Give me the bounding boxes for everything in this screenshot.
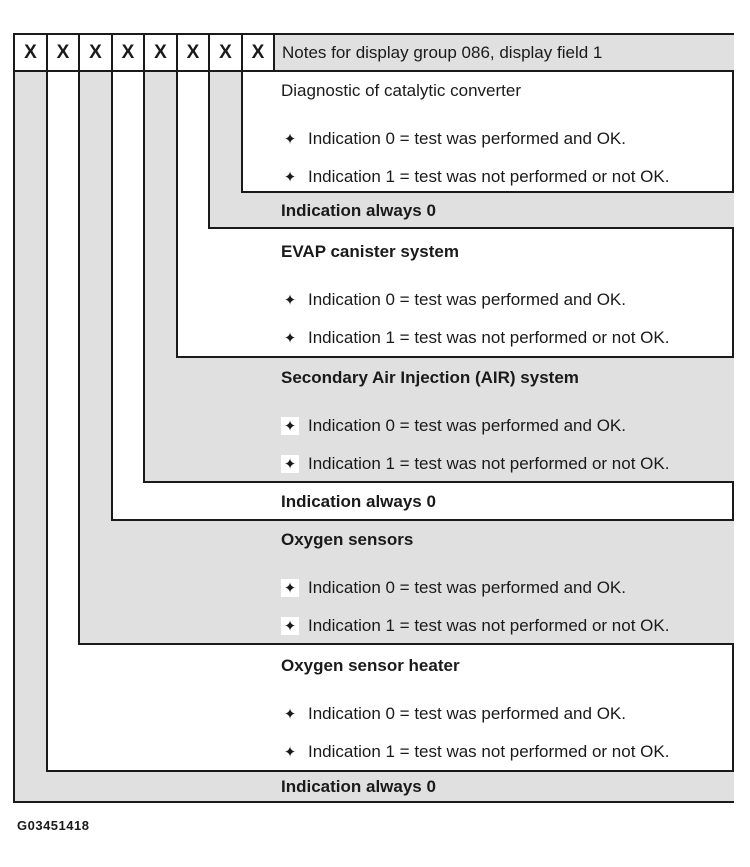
bullet-text: Indication 1 = test was not performed or… bbox=[308, 328, 670, 347]
section-title: EVAP canister system bbox=[281, 242, 459, 261]
header-title: Notes for display group 086, display fie… bbox=[275, 35, 734, 70]
bullet-patch: ✦ bbox=[281, 130, 299, 148]
bullet-text: Indication 1 = test was not performed or… bbox=[308, 454, 670, 473]
digit-cell: X bbox=[48, 35, 80, 70]
column-strip bbox=[143, 72, 176, 358]
column-strip bbox=[78, 72, 111, 521]
digit-cell: X bbox=[15, 35, 48, 70]
bullet-patch: ✦ bbox=[281, 168, 299, 186]
bullet-row: ✦ Indication 1 = test was not performed … bbox=[281, 743, 732, 761]
bullet-patch: ✦ bbox=[281, 705, 299, 723]
bullet-text: Indication 1 = test was not performed or… bbox=[308, 742, 670, 761]
section-box: Secondary Air Injection (AIR) system ✦ I… bbox=[143, 358, 734, 483]
section-box: Oxygen sensor heater ✦ Indication 0 = te… bbox=[46, 645, 734, 772]
bullet-text: Indication 1 = test was not performed or… bbox=[308, 616, 670, 635]
digit-cell: X bbox=[210, 35, 243, 70]
column-strip bbox=[176, 72, 208, 229]
bullet-row: ✦ Indication 1 = test was not performed … bbox=[281, 329, 732, 347]
bullet-text: Indication 0 = test was performed and OK… bbox=[308, 129, 626, 148]
column-strip bbox=[46, 72, 78, 645]
bullet-patch: ✦ bbox=[281, 329, 299, 347]
digit-cell: X bbox=[178, 35, 210, 70]
column-strip bbox=[111, 72, 143, 483]
diamond-bullet-icon: ✦ bbox=[283, 704, 297, 723]
column-strip bbox=[13, 72, 46, 772]
bullet-row: ✦ Indication 0 = test was performed and … bbox=[281, 130, 732, 148]
digit-cell: X bbox=[243, 35, 275, 70]
bullet-row: ✦ Indication 0 = test was performed and … bbox=[281, 417, 734, 435]
bullet-text: Indication 0 = test was performed and OK… bbox=[308, 578, 626, 597]
section-title: Secondary Air Injection (AIR) system bbox=[281, 368, 579, 387]
bullet-row: ✦ Indication 0 = test was performed and … bbox=[281, 705, 732, 723]
section-title: Diagnostic of catalytic converter bbox=[281, 81, 521, 100]
bullet-text: Indication 0 = test was performed and OK… bbox=[308, 290, 626, 309]
section-title: Oxygen sensors bbox=[281, 530, 414, 549]
diamond-bullet-icon: ✦ bbox=[283, 290, 297, 309]
bullet-patch: ✦ bbox=[281, 617, 299, 635]
bullet-patch: ✦ bbox=[281, 291, 299, 309]
bullet-patch: ✦ bbox=[281, 579, 299, 597]
digit-cell: X bbox=[113, 35, 145, 70]
bullet-row: ✦ Indication 1 = test was not performed … bbox=[281, 455, 734, 473]
figure-id-label: G03451418 bbox=[17, 818, 90, 833]
diamond-bullet-icon: ✦ bbox=[283, 416, 297, 435]
section-band: Indication always 0 bbox=[13, 772, 734, 803]
diamond-bullet-icon: ✦ bbox=[283, 167, 297, 186]
bullet-patch: ✦ bbox=[281, 417, 299, 435]
diamond-bullet-icon: ✦ bbox=[283, 129, 297, 148]
bullet-patch: ✦ bbox=[281, 455, 299, 473]
digit-cell: X bbox=[80, 35, 113, 70]
column-strip bbox=[208, 72, 241, 193]
section-box: Diagnostic of catalytic converter ✦ Indi… bbox=[241, 72, 734, 193]
section-band: Indication always 0 bbox=[208, 193, 734, 229]
bullet-row: ✦ Indication 1 = test was not performed … bbox=[281, 617, 734, 635]
bullet-row: ✦ Indication 1 = test was not performed … bbox=[281, 168, 732, 186]
section-box: EVAP canister system ✦ Indication 0 = te… bbox=[176, 229, 734, 358]
digit-header-row: X X X X X X X X Notes for display group … bbox=[13, 33, 734, 72]
bullet-patch: ✦ bbox=[281, 743, 299, 761]
digit-cell: X bbox=[145, 35, 178, 70]
section-title: Indication always 0 bbox=[281, 491, 436, 511]
diamond-bullet-icon: ✦ bbox=[283, 616, 297, 635]
diamond-bullet-icon: ✦ bbox=[283, 742, 297, 761]
diamond-bullet-icon: ✦ bbox=[283, 328, 297, 347]
section-title: Indication always 0 bbox=[281, 200, 436, 220]
section-title: Oxygen sensor heater bbox=[281, 656, 460, 675]
section-title: Indication always 0 bbox=[281, 777, 436, 796]
section-box: Oxygen sensors ✦ Indication 0 = test was… bbox=[78, 521, 734, 645]
bullet-row: ✦ Indication 0 = test was performed and … bbox=[281, 579, 734, 597]
diamond-bullet-icon: ✦ bbox=[283, 578, 297, 597]
bullet-text: Indication 0 = test was performed and OK… bbox=[308, 416, 626, 435]
bullet-row: ✦ Indication 0 = test was performed and … bbox=[281, 291, 732, 309]
section-band: Indication always 0 bbox=[111, 483, 734, 521]
diamond-bullet-icon: ✦ bbox=[283, 454, 297, 473]
bullet-text: Indication 0 = test was performed and OK… bbox=[308, 704, 626, 723]
bullet-text: Indication 1 = test was not performed or… bbox=[308, 167, 670, 186]
